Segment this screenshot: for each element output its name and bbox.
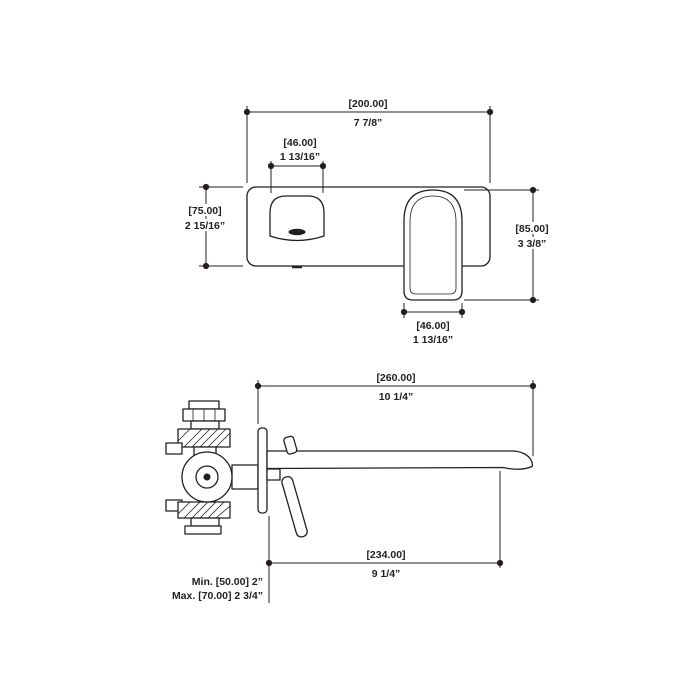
wall-plate-side: [257, 427, 268, 514]
dim-plate-height-metric: [75.00]: [188, 205, 221, 217]
front-view: [200.00] 7 7/8” [46.00] 1 13/16” [75.00]…: [170, 98, 561, 346]
dim-spout-reach: [265, 471, 504, 603]
handle-mount-side: [266, 468, 281, 481]
dim-spout-reach-imperial: 9 1/4”: [372, 568, 401, 580]
dim-spout-reach-metric: [234.00]: [366, 549, 405, 561]
valve-center: [203, 473, 211, 481]
handle-top-side: [283, 435, 298, 455]
dim-handle-width-metric: [46.00]: [416, 320, 449, 332]
wall-thickness-max-label: Max. [70.00] 2 3/4”: [172, 590, 263, 602]
valve-neck-lower: [190, 517, 220, 527]
aerator-outlet: [288, 228, 306, 236]
dim-spout-width: [267, 161, 327, 193]
dim-spout-width-metric: [46.00]: [283, 137, 316, 149]
dim-handle-height-metric: [85.00]: [515, 223, 548, 235]
dim-overall-depth: [254, 380, 537, 456]
valve-upper-body: [177, 428, 231, 448]
dim-handle-width: [400, 303, 466, 318]
valve-inlet-top: [165, 442, 183, 455]
dim-overall-width: [243, 106, 494, 183]
spout-aerator: [269, 195, 325, 242]
dim-spout-width-imperial: 1 13/16”: [280, 151, 320, 163]
handle-lever-side: [281, 476, 308, 538]
valve-connector: [231, 464, 259, 490]
handle-front: [403, 189, 463, 301]
valve-hatching-upper: [177, 428, 231, 448]
rough-in-valve: [165, 400, 259, 535]
dim-overall-depth-imperial: 10 1/4”: [379, 391, 413, 403]
valve-top-cap: [188, 400, 220, 410]
valve-lower-body: [177, 501, 231, 519]
valve-neck-upper: [190, 420, 220, 430]
side-view: [260.00] 10 1/4” [234.00] 9 1/4” Min. [5…: [165, 372, 537, 603]
valve-hatching-lower: [177, 501, 231, 519]
valve-bottom-cap: [184, 525, 222, 535]
handle-inner-contour: [409, 195, 457, 295]
dim-plate-height-imperial: 2 15/16”: [185, 220, 225, 232]
dim-overall-width-metric: [200.00]: [348, 98, 387, 110]
dim-handle-height: [464, 186, 539, 304]
dim-overall-width-imperial: 7 7/8”: [354, 117, 383, 129]
wall-thickness-min-label: Min. [50.00] 2”: [192, 576, 263, 588]
dim-handle-width-imperial: 1 13/16”: [413, 334, 453, 346]
dim-overall-depth-metric: [260.00]: [376, 372, 415, 384]
spout-side: [266, 450, 533, 470]
dim-handle-height-imperial: 3 3/8”: [518, 238, 547, 250]
